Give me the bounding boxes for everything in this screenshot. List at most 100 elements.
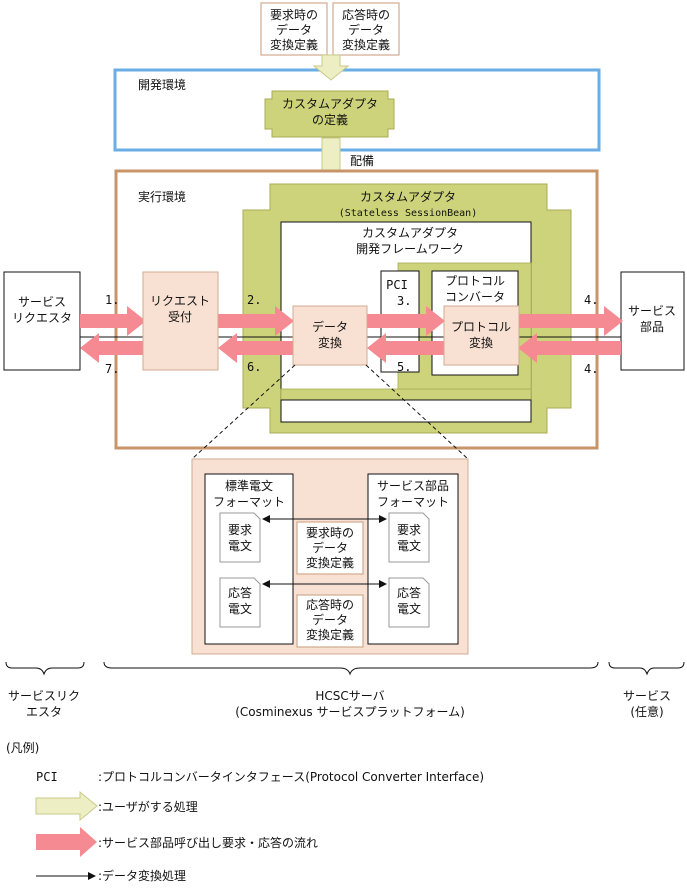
bottom-service-line1: サービス [623, 689, 671, 703]
call-arrow-7 [80, 333, 146, 363]
top-response-def-line2: データ [348, 22, 384, 37]
request-msg-left-line1: 要求 [228, 523, 252, 537]
protocol-converter-line2: コンバータ [445, 290, 505, 304]
zoom-line-left [191, 364, 296, 460]
legend-pci-term: PCI [36, 770, 58, 784]
data-transform-line2: 変換 [318, 335, 342, 350]
legend-call-arrow-icon [36, 827, 97, 857]
detail-request-def-line2: データ [312, 540, 348, 555]
zoom-line-right [365, 364, 469, 460]
adapter-definition-node: カスタムアダプタ の定義 [264, 90, 395, 138]
top-response-def-line3: 変換定義 [342, 37, 390, 52]
legend-call-flow: :サービス部品呼び出し要求・応答の流れ [98, 835, 318, 850]
detail-request-def-box: 要求時の データ 変換定義 [296, 521, 364, 575]
framework-lower-area [280, 399, 532, 423]
call-arrow-6 [218, 333, 294, 363]
top-response-def-line1: 応答時の [342, 7, 390, 22]
bottom-requester-line1: サービスリク [8, 689, 80, 703]
framework-line2: 開発フレームワーク [356, 242, 464, 256]
call-arrow-2 [218, 306, 294, 336]
detail-response-def-line3: 変換定義 [306, 627, 354, 642]
brace-service [608, 661, 685, 676]
doc-icon-request-left: 要求 電文 [219, 512, 261, 563]
request-accept-line2: 受付 [168, 310, 192, 324]
step-label-1: 1. [105, 293, 119, 307]
protocol-transform-node: プロトコル 変換 [443, 305, 520, 366]
detail-response-def-line2: データ [312, 612, 348, 627]
top-request-def-line3: 変換定義 [270, 37, 318, 52]
service-component-line2: 部品 [640, 319, 664, 334]
call-arrow-4-back [518, 333, 621, 363]
call-arrow-5 [367, 333, 445, 363]
protocol-transform-line1: プロトコル [451, 320, 511, 334]
step-label-7: 7. [105, 362, 119, 376]
adapter-def-line2: の定義 [312, 112, 348, 127]
request-msg-left-line2: 電文 [228, 538, 252, 553]
step-label-6: 6. [247, 360, 261, 374]
service-requester-line1: サービス [18, 295, 66, 309]
framework-line1: カスタムアダプタ [362, 225, 458, 240]
step-label-2: 2. [247, 293, 261, 307]
service-requester-node: サービス リクエスタ [3, 271, 81, 371]
response-msg-right-line1: 応答 [397, 585, 421, 600]
top-response-def-box: 応答時の データ 変換定義 [332, 2, 400, 56]
detail-request-def-line3: 変換定義 [306, 555, 354, 570]
pci-label: PCI [386, 278, 408, 292]
user-process-arrow-top [312, 54, 350, 81]
legend-pci-desc: :プロトコルコンバータインタフェース(Protocol Converter In… [98, 770, 484, 784]
response-msg-left-line2: 電文 [228, 601, 252, 616]
legend-user-process: :ユーザがする処理 [98, 799, 198, 814]
data-transform-node: データ 変換 [292, 305, 368, 366]
call-flow-arrows [80, 306, 623, 363]
detail-response-def-box: 応答時の データ 変換定義 [296, 594, 364, 648]
protocol-converter-line1: プロトコル [445, 274, 505, 288]
response-msg-left-line1: 応答 [228, 585, 252, 600]
dev-env-title: 開発環境 [138, 77, 186, 92]
step-label-4a: 4. [584, 293, 598, 307]
bottom-service-line2: (任意) [630, 704, 663, 719]
call-arrow-3 [367, 306, 445, 336]
step-label-4b: 4. [584, 362, 598, 376]
step-label-3: 3. [397, 294, 411, 308]
protocol-transform-line2: 変換 [469, 335, 493, 350]
request-accept-node: リクエスト 受付 [142, 271, 219, 371]
service-format-line2: フォーマット [377, 495, 449, 509]
doc-icon-response-left: 応答 電文 [219, 577, 261, 628]
doc-icon-request-right: 要求 電文 [388, 512, 430, 563]
service-component-node: サービス 部品 [620, 271, 685, 371]
adapter-title: カスタムアダプタ [360, 189, 456, 204]
deploy-label: 配備 [350, 153, 374, 168]
legend-title: (凡例) [6, 741, 39, 755]
service-requester-line2: リクエスタ [12, 311, 72, 325]
legend: (凡例) PCI :プロトコルコンバータインタフェース(Protocol Con… [6, 741, 484, 883]
framework-inner-band [280, 388, 532, 401]
brace-requester [5, 661, 85, 676]
doc-icon-response-right: 応答 電文 [388, 577, 430, 628]
call-arrow-4-forward [518, 306, 623, 336]
top-request-def-box: 要求時の データ 変換定義 [260, 2, 328, 56]
top-request-def-line2: データ [276, 22, 312, 37]
runtime-env-title: 実行環境 [138, 189, 186, 204]
bottom-server-line1: HCSCサーバ [315, 689, 384, 703]
service-component-line1: サービス [628, 304, 676, 318]
data-transform-line1: データ [312, 319, 348, 334]
legend-data-transform: :データ変換処理 [98, 868, 186, 883]
bottom-server-line2: (Cosminexus サービスプラットフォーム) [235, 705, 465, 719]
detail-response-def-line1: 応答時の [306, 597, 354, 612]
adapter-def-line1: カスタムアダプタ [282, 96, 378, 111]
standard-format-line2: フォーマット [213, 495, 285, 509]
step-label-5: 5. [397, 360, 411, 374]
detail-request-def-line1: 要求時の [306, 526, 354, 540]
call-arrow-1 [80, 306, 146, 336]
request-msg-right-line2: 電文 [397, 538, 421, 553]
adapter-subtitle: (Stateless SessionBean) [339, 208, 477, 219]
request-msg-right-line1: 要求 [397, 523, 421, 537]
top-request-def-line1: 要求時の [270, 8, 318, 22]
brace-server [103, 661, 599, 676]
bottom-requester-line2: エスタ [26, 705, 62, 719]
request-accept-line1: リクエスト [150, 294, 210, 308]
legend-user-arrow-icon [35, 790, 98, 822]
standard-format-line1: 標準電文 [225, 478, 273, 493]
service-format-line1: サービス部品 [377, 478, 449, 493]
